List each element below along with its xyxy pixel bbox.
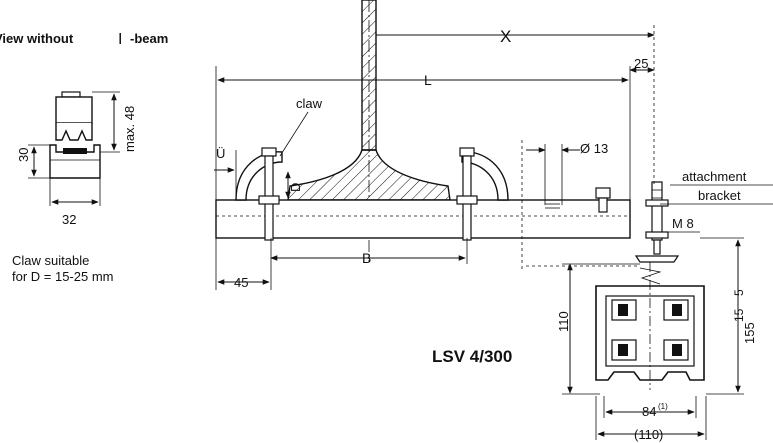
dim-b: B [362,250,371,266]
conductor-housing [595,262,705,390]
dim-30: 30 [16,148,31,162]
claw-note-line2: for D = 15-25 mm [12,269,114,284]
dim-d: D [288,183,303,192]
dim-hole-13: Ø 13 [580,141,608,156]
beam-symbol: I [118,31,122,48]
dim-x: X [500,27,511,46]
dim-110-height: 110 [556,311,571,332]
attachment-label: attachment [682,169,747,184]
attachment-bracket-bolt [634,181,680,263]
dim-84-note: (1) [658,402,668,411]
dim-84: 84 [642,404,656,419]
side-view-title-prefix: View without [0,31,74,46]
dim-max-48: max. 48 [122,106,137,152]
dim-u: Ü [216,146,225,161]
dim-25: 25 [634,56,648,71]
claw-note-line1: Claw suitable [12,253,89,268]
rail-nut-icon [595,187,611,213]
mounting-rail [215,199,631,239]
dim-110-width: (110) [634,427,663,442]
dim-l: L [424,72,432,88]
side-view: View without I -beam 30 max. 48 32 Claw … [0,31,168,284]
dim-32: 32 [62,212,76,227]
product-name: LSV 4/300 [432,347,512,366]
m8-label: M 8 [672,216,694,231]
dim-155: 155 [742,322,757,344]
left-claw [235,147,283,241]
main-view: X L 25 claw Ü D Ø 13 attachment bracket … [214,0,773,442]
claw-label: claw [296,96,323,111]
side-clamp-icon [49,91,101,179]
dim-155-tol-plus: 5 [732,289,746,296]
i-beam [287,0,451,262]
dim-155-tol-minus: 15 [732,308,746,322]
dim-45: 45 [234,275,248,290]
side-view-title-suffix: -beam [130,31,168,46]
bracket-label: bracket [698,188,741,203]
